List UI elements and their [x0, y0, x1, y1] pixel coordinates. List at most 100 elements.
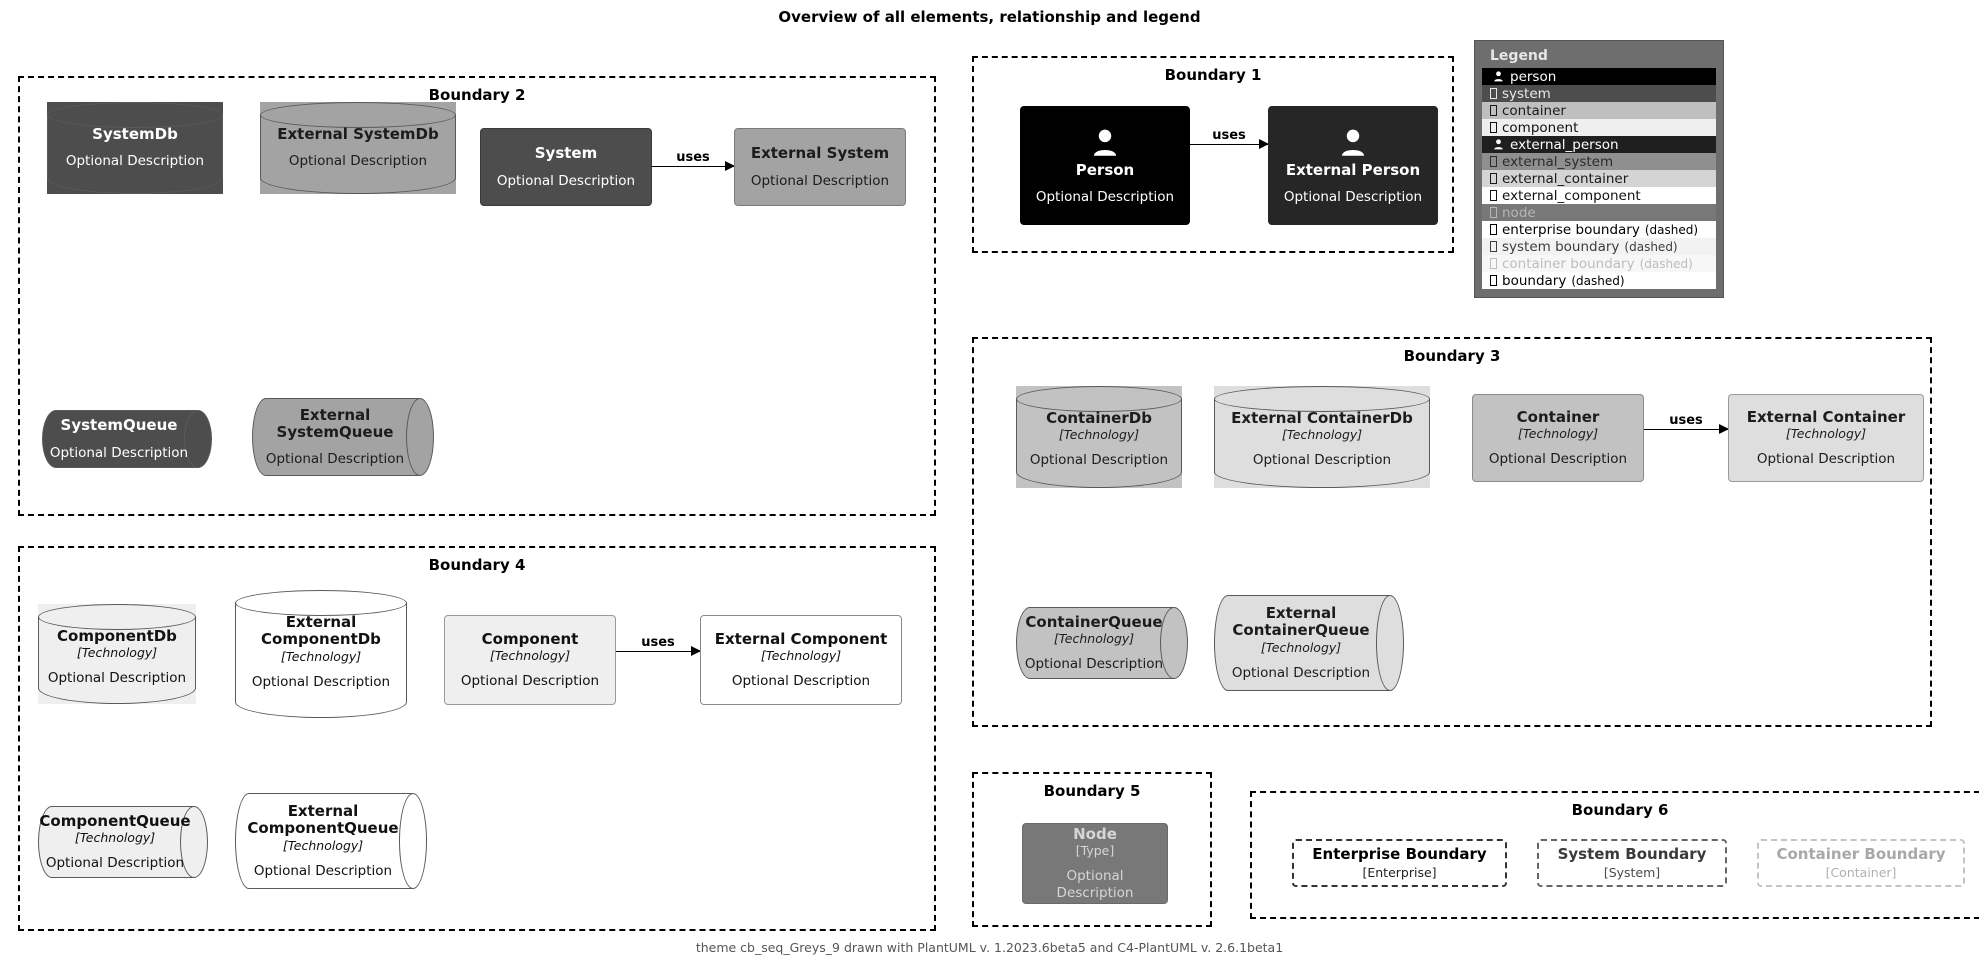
nested-boundary-container[interactable]: Container Boundary [Container]: [1757, 839, 1965, 887]
node-title: Person: [1075, 160, 1135, 179]
box-icon: [1490, 224, 1497, 235]
node-component[interactable]: Component [Technology] Optional Descript…: [444, 615, 616, 705]
legend-title: Legend: [1490, 48, 1548, 64]
legend-row-label: container boundary: [1502, 255, 1635, 272]
db-body: [38, 617, 196, 704]
node-external-component-db[interactable]: External ComponentDb [Technology] Option…: [235, 590, 407, 718]
relationship-line: [1644, 429, 1728, 430]
node-external-system-db[interactable]: External SystemDb Optional Description: [260, 102, 456, 194]
legend-row: enterprise boundary(dashed): [1482, 221, 1716, 238]
node-technology: [Technology]: [74, 830, 156, 846]
db-text: External ContainerDb [Technology] Option…: [1214, 406, 1430, 482]
nested-boundary-title: System Boundary: [1557, 844, 1707, 863]
node-title: Component: [481, 629, 579, 648]
boundary-5-label: Boundary 5: [1043, 782, 1141, 800]
boundary-6: Boundary 6 Enterprise Boundary [Enterpri…: [1250, 791, 1979, 919]
node-external-container-db[interactable]: External ContainerDb [Technology] Option…: [1214, 386, 1430, 488]
box-icon: [1490, 275, 1497, 286]
node-container-queue[interactable]: ContainerQueue [Technology] Optional Des…: [1016, 607, 1188, 679]
node-component-db[interactable]: ComponentDb [Technology] Optional Descri…: [38, 604, 196, 704]
node-system-db[interactable]: SystemDb Optional Description: [47, 102, 223, 194]
node-title: External Container: [1746, 407, 1906, 426]
node-technology: [Technology]: [489, 648, 571, 664]
legend-row: node: [1482, 204, 1716, 221]
boundary-2-label: Boundary 2: [428, 86, 526, 104]
queue-cap-ellipse: [1376, 595, 1404, 691]
node-description: Optional Description: [49, 444, 189, 461]
box-icon: [1490, 241, 1497, 252]
queue-body: [235, 793, 413, 889]
node-external-system[interactable]: External System Optional Description: [734, 128, 906, 206]
legend-row-label: external_container: [1502, 170, 1629, 187]
queue-text: External ContainerQueue [Technology] Opt…: [1214, 595, 1388, 691]
node-external-component-queue[interactable]: External ComponentQueue [Technology] Opt…: [235, 793, 427, 889]
relationship-label: uses: [641, 635, 675, 651]
node-description: Optional Description: [1029, 452, 1169, 469]
node-title: External System: [750, 144, 890, 163]
node-external-system-queue[interactable]: External SystemQueue Optional Descriptio…: [252, 398, 434, 476]
db-text: ContainerDb [Technology] Optional Descri…: [1016, 406, 1182, 482]
boundary-2: Boundary 2 SystemDb Optional Description…: [18, 76, 936, 516]
node-system[interactable]: System Optional Description: [480, 128, 652, 206]
node-system-queue[interactable]: SystemQueue Optional Description: [42, 410, 212, 468]
legend-row: external_system: [1482, 153, 1716, 170]
node-container[interactable]: Container [Technology] Optional Descript…: [1472, 394, 1644, 482]
legend-row-label: node: [1502, 204, 1536, 221]
node-title: Container: [1516, 407, 1600, 426]
nested-boundary-enterprise[interactable]: Enterprise Boundary [Enterprise]: [1292, 839, 1507, 887]
node-external-person[interactable]: External Person Optional Description: [1268, 106, 1438, 225]
nested-boundary-system[interactable]: System Boundary [System]: [1537, 839, 1727, 887]
legend-row-label: system boundary: [1502, 238, 1620, 255]
db-top-ellipse: [38, 604, 196, 630]
node-technology: [Technology]: [760, 648, 842, 664]
box-icon: [1490, 105, 1497, 116]
queue-cap-ellipse: [1160, 607, 1188, 679]
queue-text: External ComponentQueue [Technology] Opt…: [235, 793, 411, 889]
relationship-line: [652, 166, 734, 167]
node-technology: [Technology]: [1517, 426, 1599, 442]
nested-boundary-title: Container Boundary: [1776, 844, 1946, 863]
db-body: [260, 115, 456, 194]
queue-body: [38, 806, 194, 878]
box-icon: [1490, 190, 1497, 201]
node-technology: [Technology]: [1053, 631, 1135, 647]
node-external-container[interactable]: External Container [Technology] Optional…: [1728, 394, 1924, 482]
node-technology: [Technology]: [1281, 427, 1363, 443]
node-node[interactable]: Node [Type] Optional Description: [1022, 823, 1168, 904]
boundary-4-label: Boundary 4: [428, 556, 526, 574]
db-text: SystemDb Optional Description: [47, 122, 223, 188]
node-component-queue[interactable]: ComponentQueue [Technology] Optional Des…: [38, 806, 208, 878]
relationship-component-uses-external-component: uses: [616, 633, 701, 669]
db-body: [235, 603, 407, 718]
nested-boundary-type: [Enterprise]: [1362, 864, 1437, 880]
legend-row-suffix: (dashed): [1639, 256, 1693, 271]
node-description: Optional Description: [496, 172, 636, 189]
nested-boundary-type: [System]: [1603, 864, 1661, 880]
boundary-3-label: Boundary 3: [1403, 347, 1501, 365]
box-icon: [1490, 122, 1497, 133]
node-external-component[interactable]: External Component [Technology] Optional…: [700, 615, 902, 705]
node-title: External SystemDb: [277, 125, 439, 143]
node-description: Optional Description: [1035, 189, 1175, 206]
node-description: Optional Description: [1283, 189, 1423, 206]
node-title: External Component: [714, 629, 888, 648]
legend-row: container: [1482, 102, 1716, 119]
node-description: Optional Description: [1756, 451, 1896, 468]
legend-row-suffix: (dashed): [1571, 273, 1625, 288]
legend-row-label: boundary: [1502, 272, 1567, 289]
legend-row: component: [1482, 119, 1716, 136]
node-person[interactable]: Person Optional Description: [1020, 106, 1190, 225]
node-description: Optional Description: [265, 451, 405, 468]
arrow-head-icon: [1719, 424, 1729, 434]
node-external-container-queue[interactable]: External ContainerQueue [Technology] Opt…: [1214, 595, 1404, 691]
node-title: External ContainerDb: [1231, 409, 1413, 427]
queue-text: ComponentQueue [Technology] Optional Des…: [38, 806, 192, 878]
node-title: ContainerQueue: [1025, 612, 1163, 631]
box-icon: [1490, 156, 1497, 167]
nested-boundary-title: Enterprise Boundary: [1312, 844, 1487, 863]
node-title: SystemDb: [92, 125, 178, 143]
legend-row: external_person: [1482, 136, 1716, 153]
node-container-db[interactable]: ContainerDb [Technology] Optional Descri…: [1016, 386, 1182, 488]
queue-text: ContainerQueue [Technology] Optional Des…: [1016, 607, 1172, 679]
